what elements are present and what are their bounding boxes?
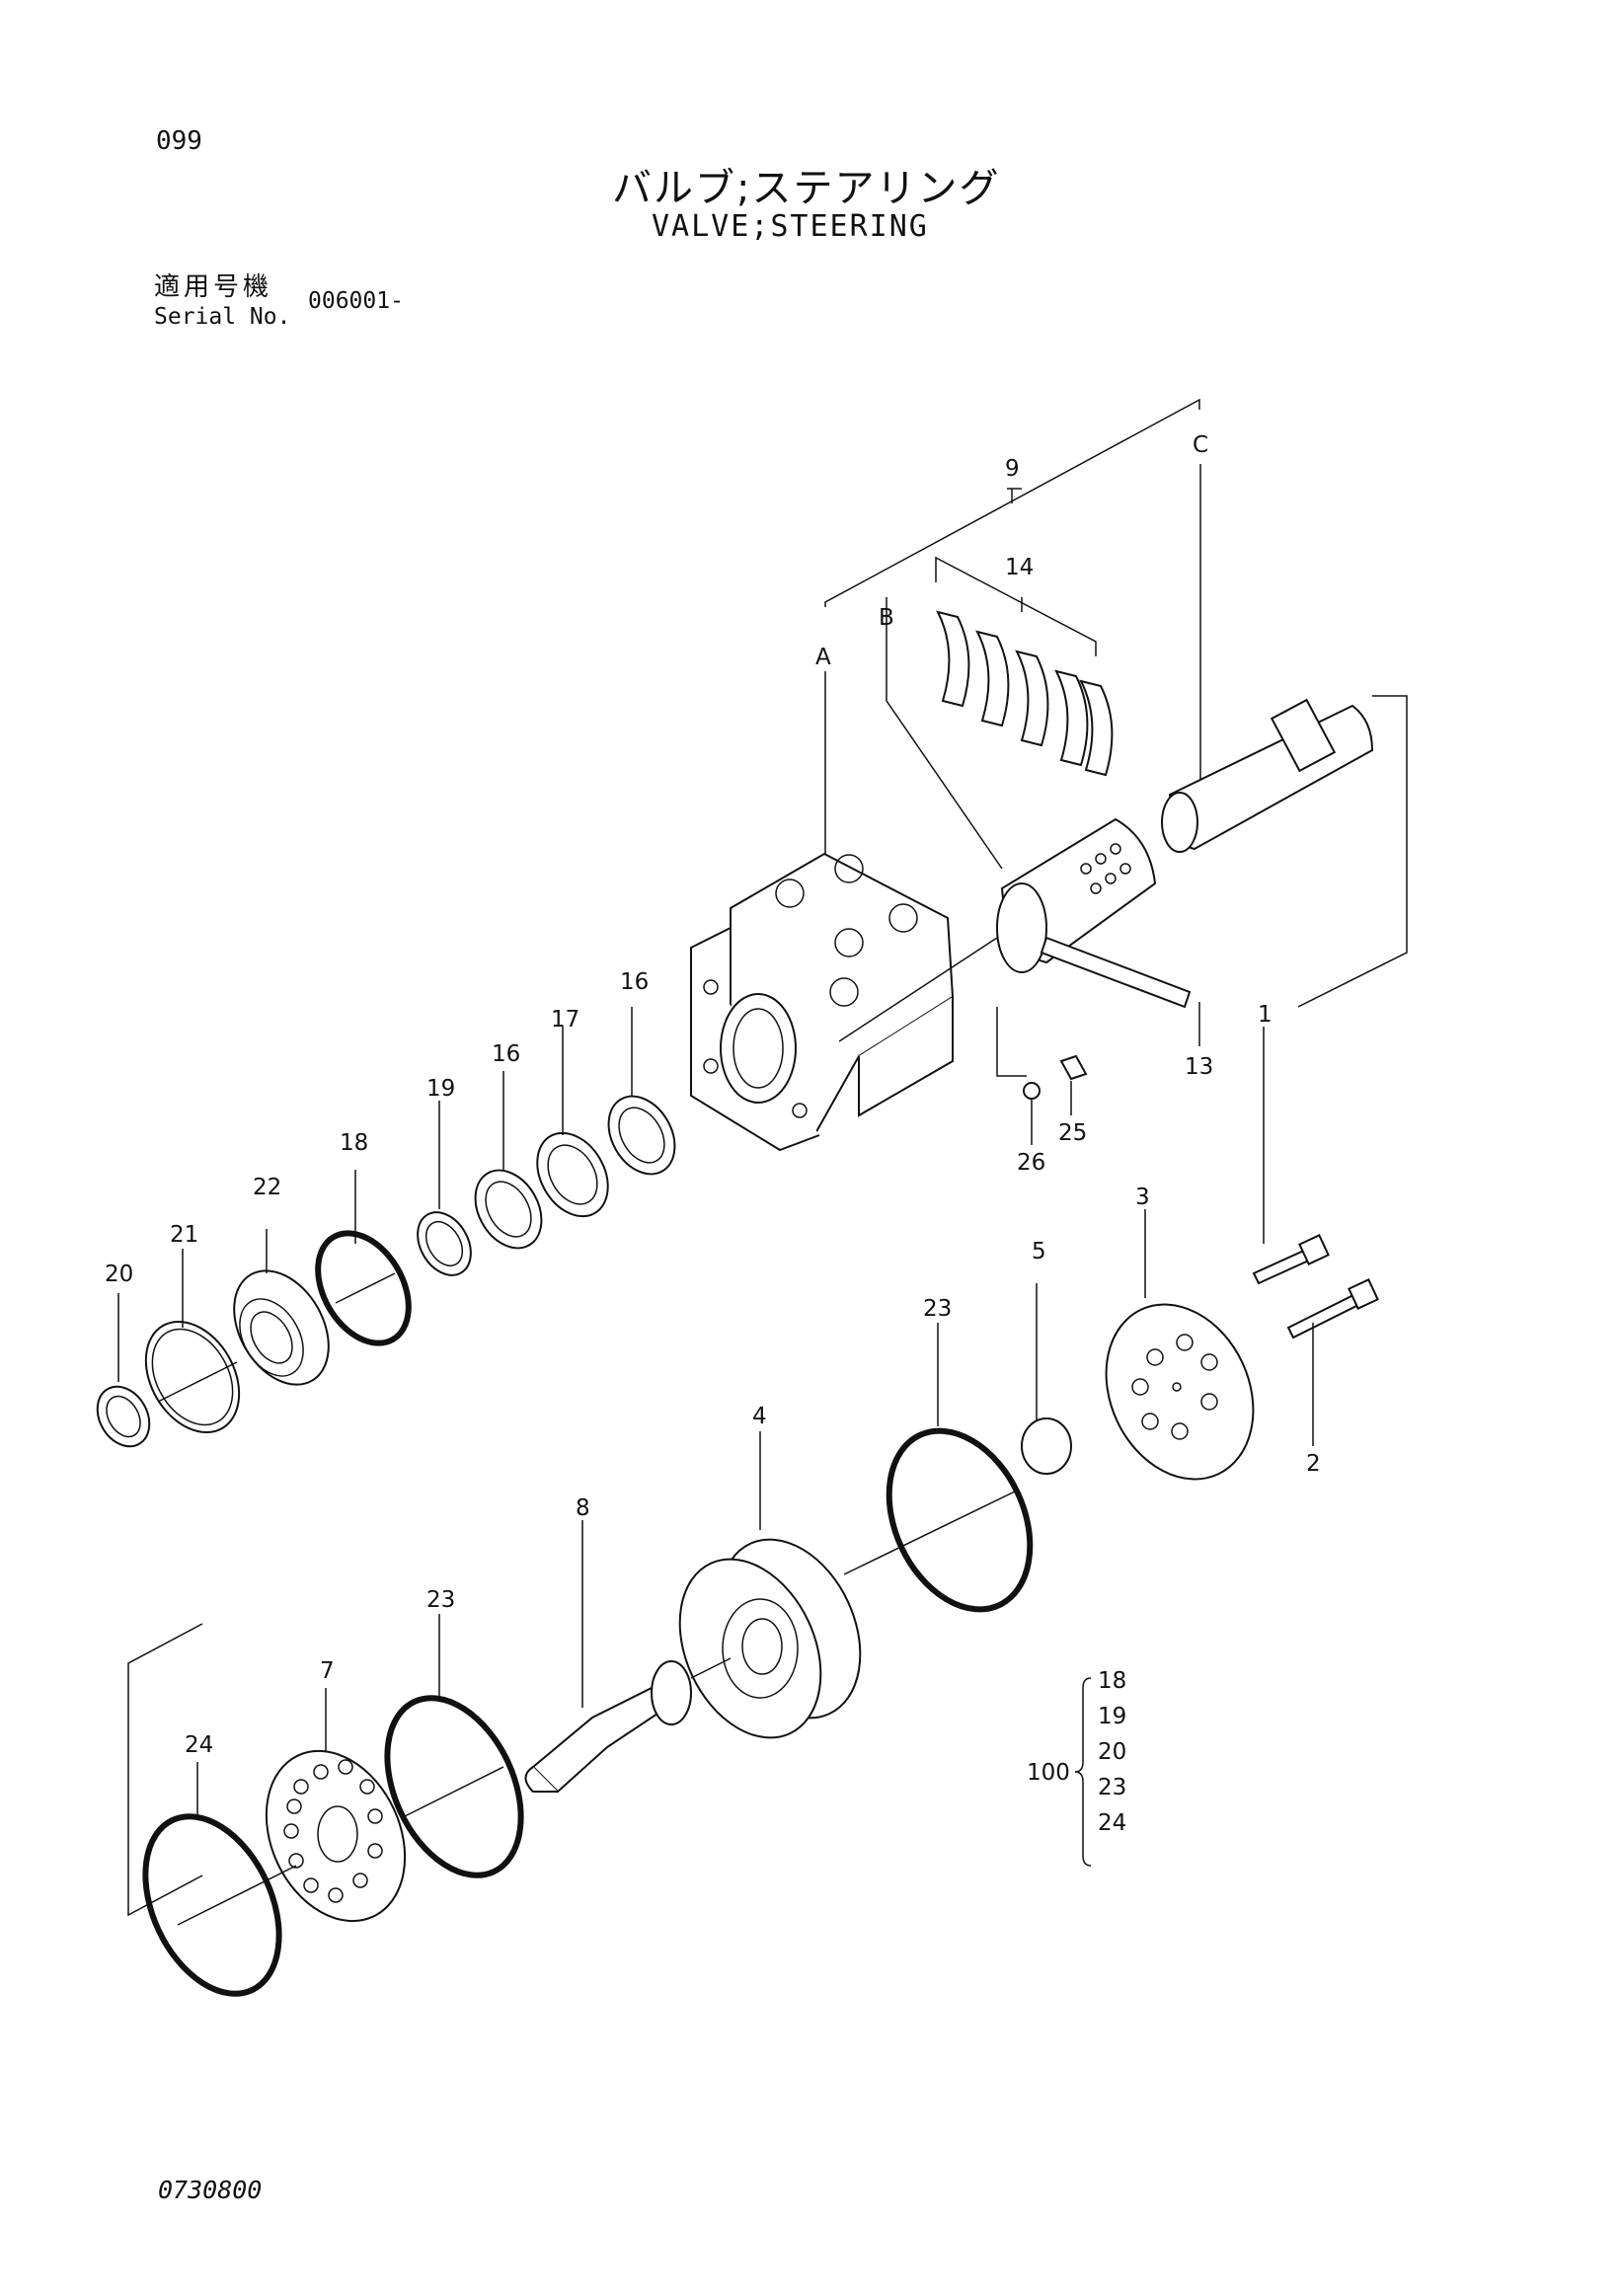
centering-springs bbox=[936, 610, 1114, 777]
page-number: 099 bbox=[156, 126, 202, 156]
check-ball bbox=[1023, 1082, 1041, 1100]
callout-20: 20 bbox=[105, 1262, 133, 1287]
shaft-seal-19 bbox=[417, 1211, 472, 1276]
serial-label-japanese: 適用号機 bbox=[154, 272, 273, 302]
serial-label-english: Serial No. bbox=[154, 304, 291, 330]
bolt-2 bbox=[1286, 1278, 1379, 1446]
callout-3: 3 bbox=[1135, 1185, 1150, 1210]
valve-sleeve bbox=[996, 817, 1157, 973]
thrust-washer-16-upper bbox=[607, 1095, 676, 1176]
kit-item: 19 bbox=[1098, 1704, 1126, 1729]
spring-kit-bracket-14 bbox=[935, 556, 1097, 656]
callout-18: 18 bbox=[340, 1130, 368, 1156]
kit-100-list: 100 18 19 20 23 24 bbox=[1027, 1668, 1126, 1867]
spacer-5 bbox=[1021, 1417, 1072, 1475]
document-code: 0730800 bbox=[158, 2176, 263, 2204]
callout-9: 9 bbox=[1005, 456, 1020, 482]
callout-23-upper: 23 bbox=[923, 1296, 952, 1322]
callout-b: B bbox=[879, 605, 894, 631]
callout-2: 2 bbox=[1306, 1451, 1321, 1477]
assembly-bracket-left bbox=[127, 1623, 203, 1917]
check-seat bbox=[1059, 1054, 1088, 1081]
callout-23-lower: 23 bbox=[426, 1587, 455, 1613]
callout-19: 19 bbox=[426, 1076, 455, 1102]
callout-17: 17 bbox=[551, 1007, 579, 1033]
callout-22: 22 bbox=[253, 1175, 281, 1200]
cross-pin bbox=[1040, 936, 1192, 1009]
callout-7: 7 bbox=[320, 1658, 335, 1684]
callout-4: 4 bbox=[752, 1404, 767, 1429]
callout-24: 24 bbox=[185, 1732, 213, 1758]
valve-housing bbox=[690, 852, 998, 1152]
callout-21: 21 bbox=[170, 1222, 198, 1248]
bolt-1 bbox=[1252, 1027, 1330, 1285]
callout-13: 13 bbox=[1185, 1054, 1213, 1080]
callout-14: 14 bbox=[1005, 555, 1034, 580]
leader-line-b bbox=[886, 597, 1003, 870]
callout-5: 5 bbox=[1032, 1239, 1046, 1264]
gland-22 bbox=[233, 1229, 330, 1386]
callout-8: 8 bbox=[576, 1495, 590, 1521]
kit-item: 23 bbox=[1098, 1775, 1126, 1800]
title-english: VALVE;STEERING bbox=[652, 209, 929, 244]
wear-plate-7 bbox=[265, 1688, 407, 1923]
callout-16-lower: 16 bbox=[492, 1041, 520, 1067]
callout-26: 26 bbox=[1017, 1150, 1045, 1176]
kit-item: 20 bbox=[1098, 1739, 1126, 1765]
callout-1: 1 bbox=[1258, 1002, 1273, 1028]
dust-seal-20 bbox=[96, 1385, 151, 1448]
thrust-washer-16-lower bbox=[474, 1169, 543, 1250]
kit-item: 24 bbox=[1098, 1810, 1126, 1836]
o-ring-23-lower bbox=[384, 1695, 524, 1878]
o-ring-18 bbox=[315, 1230, 412, 1346]
callout-25: 25 bbox=[1058, 1120, 1087, 1146]
gerotor-4 bbox=[678, 1431, 862, 1739]
drive-shaft-8 bbox=[524, 1520, 732, 1794]
leader-tail bbox=[996, 1007, 1027, 1077]
kit-number: 100 bbox=[1027, 1760, 1070, 1786]
valve-spool bbox=[1161, 698, 1374, 853]
assembly-bracket-9 bbox=[824, 398, 1200, 607]
callout-c: C bbox=[1193, 432, 1208, 458]
thrust-bearing-17 bbox=[536, 1131, 609, 1218]
kit-item: 18 bbox=[1098, 1668, 1126, 1694]
callout-a: A bbox=[815, 645, 831, 670]
serial-number-value: 006001- bbox=[308, 288, 404, 314]
end-cap-3 bbox=[1105, 1209, 1255, 1481]
assembly-bracket-right bbox=[1297, 695, 1408, 1008]
title-japanese: バルブ;ステアリング bbox=[612, 166, 1001, 211]
callout-16-upper: 16 bbox=[620, 969, 649, 995]
